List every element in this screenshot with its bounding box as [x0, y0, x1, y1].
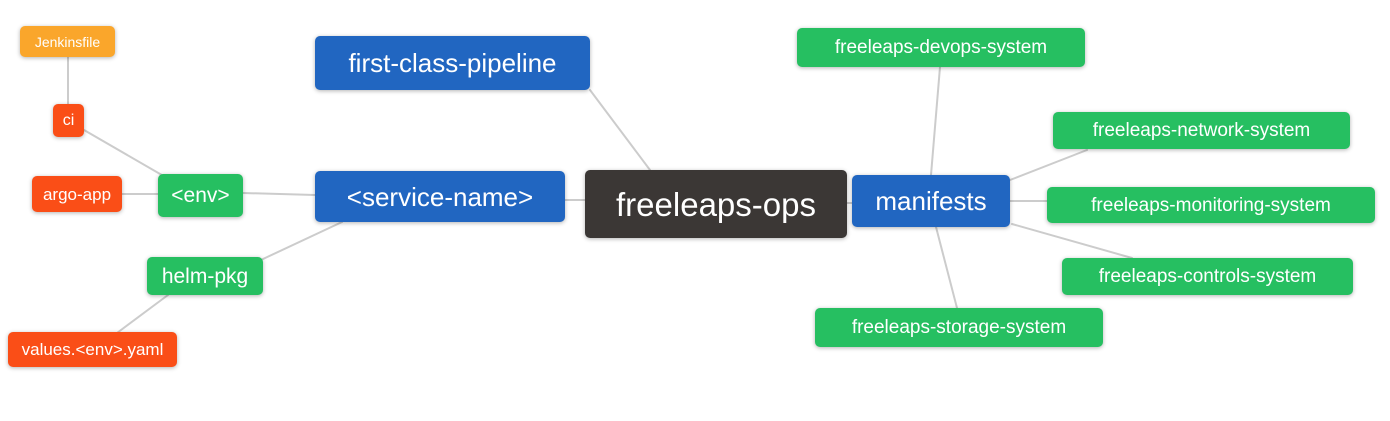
- node-devops-system[interactable]: freeleaps-devops-system: [797, 28, 1085, 67]
- node-argo-app[interactable]: argo-app: [32, 176, 122, 212]
- node-helm-pkg[interactable]: helm-pkg: [147, 257, 263, 295]
- edge-manifests-storage: [935, 226, 958, 309]
- node-manifests[interactable]: manifests: [852, 175, 1010, 227]
- edge-env-service-name: [242, 192, 316, 196]
- node-env[interactable]: <env>: [158, 174, 243, 217]
- edge-manifests-controls: [1011, 223, 1133, 259]
- node-monitoring-system[interactable]: freeleaps-monitoring-system: [1047, 187, 1375, 223]
- node-first-class-pipeline[interactable]: first-class-pipeline: [315, 36, 590, 90]
- node-jenkinsfile[interactable]: Jenkinsfile: [20, 26, 115, 57]
- edge-helm-pkg-service-name: [262, 221, 343, 260]
- edge-values-helm-pkg: [116, 294, 169, 334]
- edge-pipeline-ops: [589, 89, 651, 171]
- node-controls-system[interactable]: freeleaps-controls-system: [1062, 258, 1353, 295]
- node-values-env-yaml[interactable]: values.<env>.yaml: [8, 332, 177, 367]
- edge-ci-env: [83, 129, 168, 179]
- node-storage-system[interactable]: freeleaps-storage-system: [815, 308, 1103, 347]
- edge-manifests-network: [1009, 149, 1088, 181]
- node-service-name[interactable]: <service-name>: [315, 171, 565, 222]
- node-freeleaps-ops[interactable]: freeleaps-ops: [585, 170, 847, 238]
- node-ci[interactable]: ci: [53, 104, 84, 137]
- node-network-system[interactable]: freeleaps-network-system: [1053, 112, 1350, 149]
- edge-manifests-devops: [930, 66, 941, 176]
